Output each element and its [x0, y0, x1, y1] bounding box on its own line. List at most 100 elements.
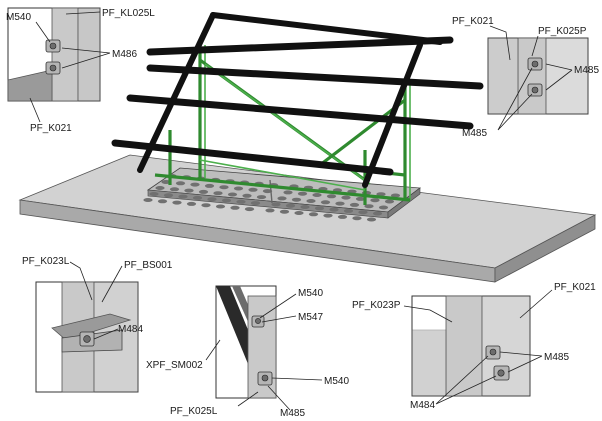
tray-hole — [271, 202, 281, 207]
bolt — [79, 331, 95, 347]
tray-hole — [186, 201, 197, 206]
bolt-upper — [251, 315, 265, 328]
label-m485-d5: M485 — [544, 352, 569, 363]
detail-3: PF_K023L PF_BS001 M484 — [22, 256, 173, 393]
tray-hole — [143, 198, 153, 202]
tray-hole — [341, 195, 351, 200]
tray-hole — [236, 199, 246, 204]
tray-hole — [352, 216, 362, 221]
concrete-slab — [18, 154, 597, 283]
tray-hole — [326, 194, 337, 199]
label-m486: M486 — [112, 49, 137, 60]
tray-hole — [320, 200, 331, 205]
tray-hole — [230, 205, 240, 210]
tray-hole — [248, 187, 258, 192]
detail-4: M540 M547 XPF_SM002 M540 PF_K025L M485 — [146, 285, 349, 419]
label-xpf-sm002: XPF_SM002 — [146, 360, 203, 371]
label-m540-d1: M540 — [6, 12, 31, 23]
label-m485-d4: M485 — [280, 408, 305, 419]
tray-hole — [265, 208, 275, 213]
tray-hole — [355, 196, 366, 201]
tray-hole — [390, 193, 401, 198]
detail-2: PF_K021 PF_K025P M485 M485 — [452, 16, 599, 139]
tray-hole — [184, 188, 194, 193]
main-assembly — [18, 12, 597, 283]
label-m547: M547 — [298, 312, 323, 323]
label-pf-k021-d2: PF_K021 — [452, 16, 494, 27]
tray-hole — [335, 201, 345, 206]
tray-hole — [279, 209, 290, 214]
bolt-lower — [493, 365, 510, 381]
tray-hole — [244, 207, 255, 212]
label-m484-d5: M484 — [410, 400, 435, 411]
inclined-beam-right — [362, 42, 423, 188]
tray-hole — [277, 196, 287, 201]
label-pf-k025l: PF_K025L — [170, 406, 218, 417]
label-pf-k023p: PF_K023P — [352, 300, 401, 311]
tray-hole — [178, 194, 188, 199]
tray-hole — [233, 186, 244, 191]
tray-hole — [213, 191, 223, 196]
tray-hole — [227, 192, 238, 197]
bolt-lower — [257, 371, 273, 386]
tray-hole — [215, 204, 226, 209]
tray-hole — [169, 187, 180, 192]
tray-hole — [242, 193, 252, 198]
label-pf-k021-d5: PF_K021 — [554, 282, 596, 293]
label-m485-right: M485 — [574, 65, 599, 76]
label-pf-kl025l: PF_KL025L — [102, 8, 155, 19]
tray-hole — [384, 199, 395, 204]
detail-1: M540 PF_KL025L M486 PF_K021 — [6, 7, 155, 134]
tray-hole — [175, 181, 186, 186]
tray-hole — [337, 214, 348, 219]
tray-hole — [262, 189, 273, 194]
tray-hole — [256, 195, 267, 200]
tray-hole — [300, 205, 310, 209]
tray-hole — [149, 192, 159, 196]
tray-hole — [308, 212, 319, 217]
label-pf-k023l: PF_K023L — [22, 256, 70, 267]
tray-hole — [364, 204, 374, 209]
tray-hole — [201, 203, 211, 208]
tray-hole — [219, 185, 229, 190]
tray-hole — [329, 207, 339, 212]
tray-hole — [366, 217, 377, 222]
tray-hole — [221, 198, 232, 203]
bolt-lower — [527, 83, 543, 97]
rail-4 — [111, 139, 394, 176]
tray-hole — [372, 211, 383, 216]
bolt-lower — [45, 61, 61, 75]
bolt-upper — [485, 345, 501, 360]
tray-hole — [370, 198, 380, 203]
label-pf-bs001: PF_BS001 — [124, 260, 173, 271]
tray-hole — [161, 180, 171, 184]
label-pf-k025p: PF_K025P — [538, 26, 587, 37]
tray-hole — [283, 190, 293, 195]
tray-hole — [358, 210, 368, 215]
inclined-beam-left — [137, 12, 216, 173]
rail-1 — [146, 36, 454, 56]
tray-hole — [376, 192, 386, 197]
tray-hole — [204, 183, 215, 188]
rail-3 — [126, 94, 474, 130]
tray-hole — [192, 195, 203, 200]
mounting-rails — [111, 12, 484, 188]
detail-5: PF_K023P PF_K021 M485 M484 — [352, 282, 596, 411]
bolt-upper — [45, 39, 61, 53]
rail-top — [210, 12, 443, 45]
tray-hole — [291, 197, 302, 202]
tray-hole — [163, 193, 174, 198]
rail-2 — [146, 64, 484, 90]
tray-hole — [378, 205, 389, 210]
tray-hole — [294, 211, 304, 215]
tray-hole — [198, 189, 209, 194]
tray-hole — [323, 213, 333, 218]
tray-hole — [285, 203, 296, 208]
tray-hole — [172, 200, 182, 205]
label-m540-top: M540 — [298, 288, 323, 299]
tray-hole — [190, 182, 200, 187]
tray-hole — [314, 206, 325, 211]
tray-hole — [297, 191, 308, 196]
tray-hole — [207, 197, 217, 202]
